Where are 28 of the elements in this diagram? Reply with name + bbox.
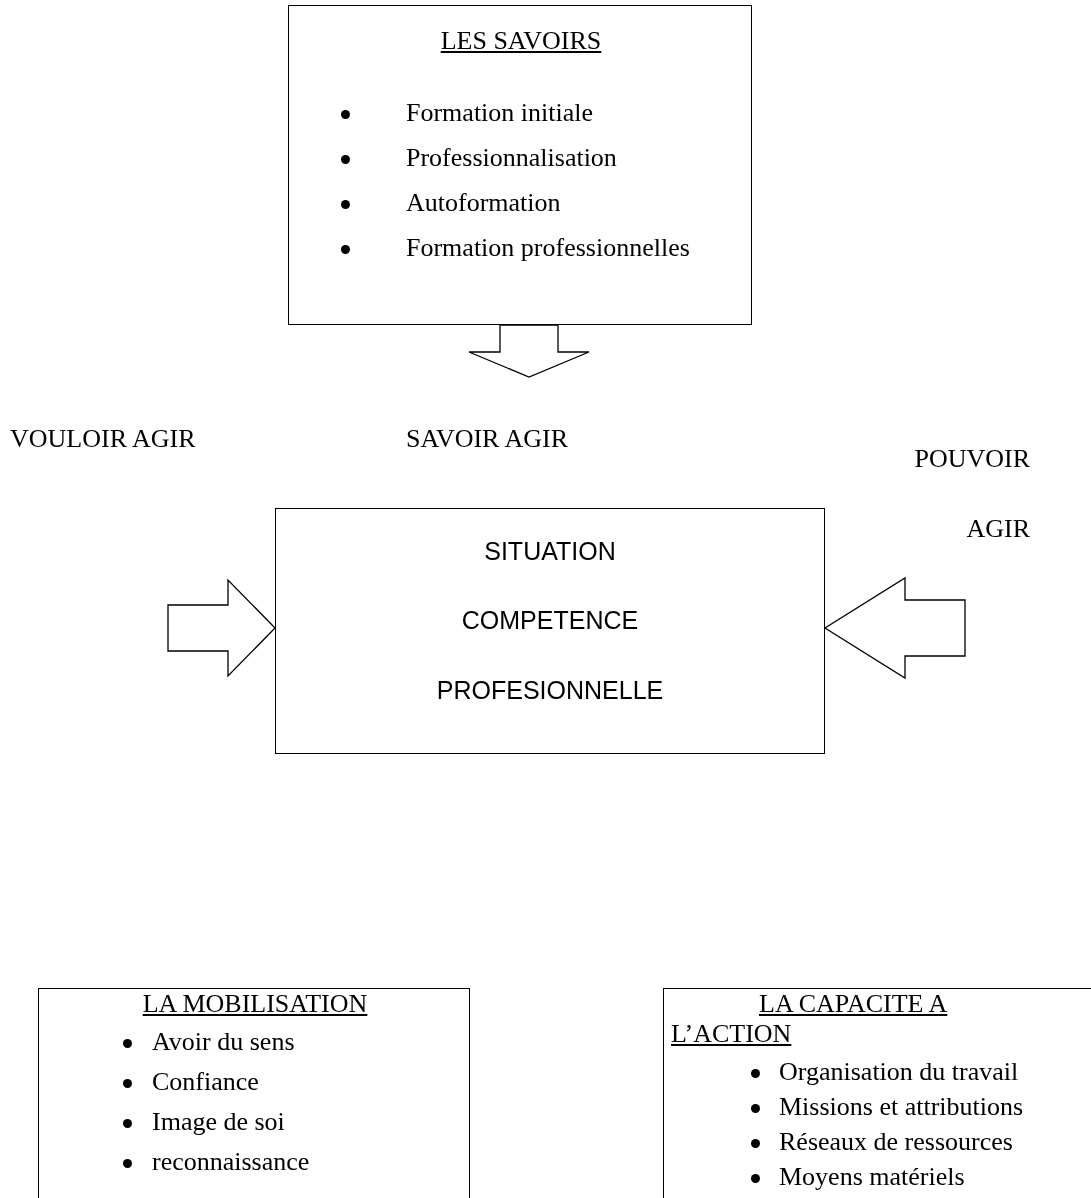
list-item: Formation professionnelles	[406, 233, 690, 263]
block-arrow	[468, 324, 590, 378]
list-item: Avoir du sens	[152, 1027, 295, 1057]
text-box	[275, 508, 825, 754]
list-item: Missions et attributions	[779, 1092, 1024, 1122]
list-item: Image de soi	[152, 1107, 285, 1137]
text-box	[663, 988, 1091, 1198]
side-label: SAVOIR AGIR	[406, 424, 569, 454]
block-arrow	[823, 576, 966, 680]
list-item: Professionnalisation	[406, 143, 617, 173]
side-label: VOULOIR AGIR	[10, 424, 196, 454]
list-item: Réseaux de ressources	[779, 1127, 1013, 1157]
list-item: Moyens matériels	[779, 1162, 965, 1192]
text-box	[38, 988, 470, 1198]
box-heading: LA CAPACITE A L’ACTION	[671, 989, 949, 1049]
box-heading: LA MOBILISATION	[141, 989, 369, 1019]
box-heading: LES SAVOIRS	[439, 26, 603, 56]
box-text: PROFESIONNELLE	[435, 676, 665, 705]
text-box	[288, 5, 752, 325]
side-label: POUVOIR AGIR	[913, 443, 1030, 545]
box-text: SITUATION	[483, 537, 617, 566]
list-item: reconnaissance	[152, 1147, 310, 1177]
block-arrow	[167, 578, 276, 678]
list-item: Confiance	[152, 1067, 259, 1097]
list-item: Autoformation	[406, 188, 561, 218]
list-item: Organisation du travail	[779, 1057, 1019, 1087]
box-text: COMPETENCE	[460, 606, 640, 635]
list-item: Formation initiale	[406, 98, 594, 128]
